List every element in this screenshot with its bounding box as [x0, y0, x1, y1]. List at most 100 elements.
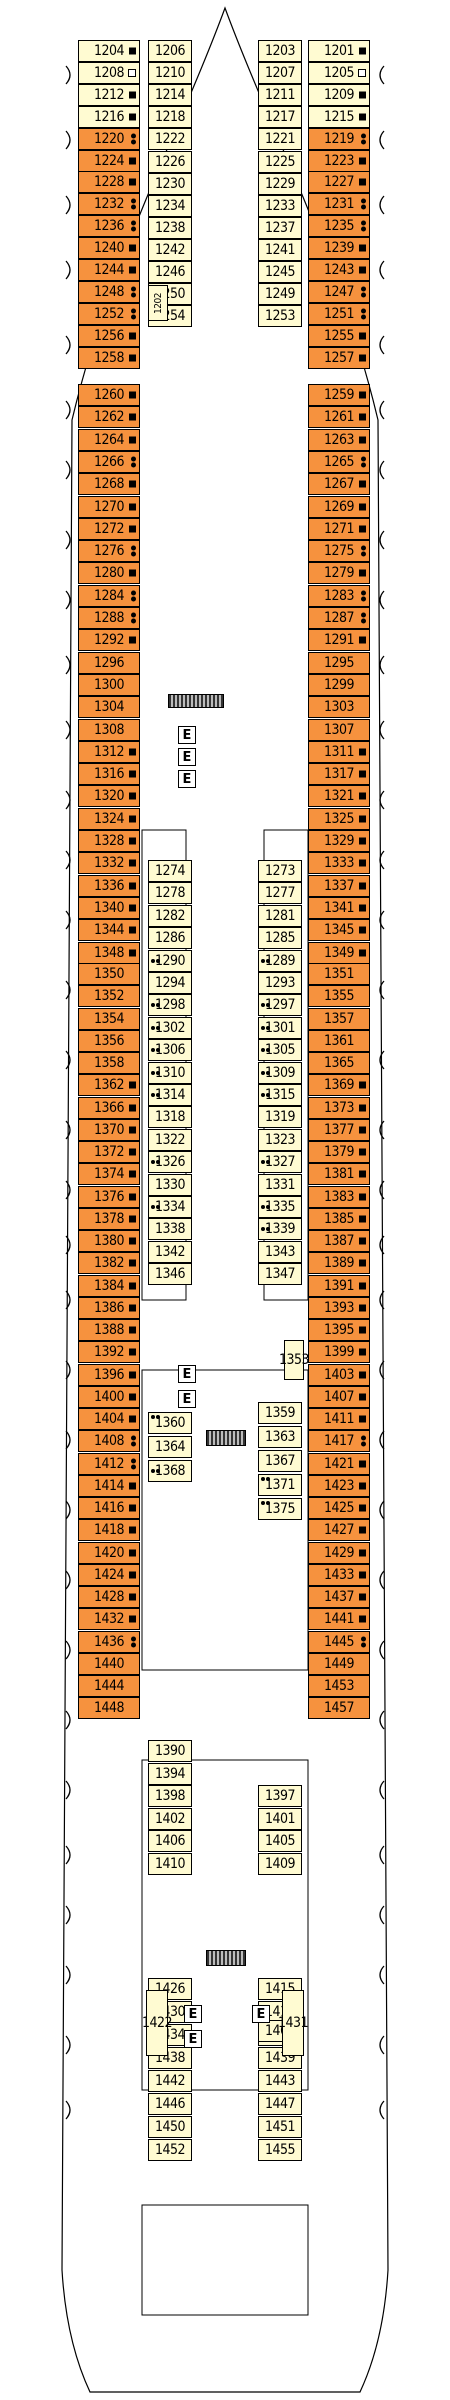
- cabin-1304[interactable]: 1304: [78, 696, 140, 719]
- cabin-1244[interactable]: 1244: [78, 259, 140, 281]
- cabin-1358[interactable]: 1358: [78, 1052, 140, 1074]
- cabin-1235[interactable]: 1235: [308, 215, 370, 238]
- cabin-1373[interactable]: 1373: [308, 1096, 370, 1119]
- cabin-1412[interactable]: 1412: [78, 1452, 140, 1475]
- cabin-1423[interactable]: 1423: [308, 1474, 370, 1497]
- cabin-1294[interactable]: 1294: [148, 972, 192, 994]
- cabin-1236[interactable]: 1236: [78, 215, 140, 238]
- cabin-1257[interactable]: 1257: [308, 346, 370, 369]
- cabin-1372[interactable]: 1372: [78, 1141, 140, 1163]
- cabin-1436[interactable]: 1436: [78, 1630, 140, 1653]
- cabin-1229[interactable]: 1229: [258, 172, 302, 195]
- cabin-1342[interactable]: 1342: [148, 1240, 192, 1263]
- cabin-1245[interactable]: 1245: [258, 261, 302, 283]
- cabin-1214[interactable]: 1214: [148, 84, 192, 107]
- cabin-1403[interactable]: 1403: [308, 1363, 370, 1386]
- cabin-1408[interactable]: 1408: [78, 1430, 140, 1453]
- cabin-1209[interactable]: 1209: [308, 83, 370, 106]
- cabin-1453[interactable]: 1453: [308, 1675, 370, 1697]
- cabin-1326[interactable]: 1326: [148, 1151, 192, 1174]
- cabin-1237[interactable]: 1237: [258, 216, 302, 239]
- cabin-1414[interactable]: 1414: [78, 1474, 140, 1497]
- cabin-1401[interactable]: 1401: [258, 1807, 302, 1830]
- cabin-1242[interactable]: 1242: [148, 238, 192, 261]
- cabin-1384[interactable]: 1384: [78, 1274, 140, 1297]
- cabin-1265[interactable]: 1265: [308, 450, 370, 473]
- cabin-1228[interactable]: 1228: [78, 171, 140, 194]
- cabin-1328[interactable]: 1328: [78, 830, 140, 852]
- cabin-1345[interactable]: 1345: [308, 919, 370, 942]
- cabin-1259[interactable]: 1259: [308, 384, 370, 406]
- cabin-1208[interactable]: 1208: [78, 61, 140, 84]
- cabin-1446[interactable]: 1446: [148, 2093, 192, 2115]
- cabin-1351[interactable]: 1351: [308, 963, 370, 985]
- cabin-1312[interactable]: 1312: [78, 740, 140, 763]
- cabin-1421[interactable]: 1421: [308, 1452, 370, 1475]
- cabin-1316[interactable]: 1316: [78, 763, 140, 786]
- cabin-1305[interactable]: 1305: [258, 1039, 302, 1062]
- cabin-1420[interactable]: 1420: [78, 1541, 140, 1564]
- cabin-1402[interactable]: 1402: [148, 1807, 192, 1830]
- cabin-1451[interactable]: 1451: [258, 2116, 302, 2138]
- cabin-1205[interactable]: 1205: [308, 61, 370, 84]
- cabin-1204[interactable]: 1204: [78, 40, 140, 62]
- cabin-1243[interactable]: 1243: [308, 259, 370, 281]
- cabin-1337[interactable]: 1337: [308, 874, 370, 897]
- cabin-1428[interactable]: 1428: [78, 1586, 140, 1608]
- cabin-1383[interactable]: 1383: [308, 1185, 370, 1208]
- cabin-1286[interactable]: 1286: [148, 927, 192, 950]
- cabin-1232[interactable]: 1232: [78, 193, 140, 216]
- cabin-1206[interactable]: 1206: [148, 40, 192, 62]
- cabin-1272[interactable]: 1272: [78, 517, 140, 540]
- cabin-1390[interactable]: 1390: [148, 1740, 192, 1762]
- cabin-1225[interactable]: 1225: [258, 150, 302, 173]
- cabin-1314[interactable]: 1314: [148, 1084, 192, 1106]
- cabin-1394[interactable]: 1394: [148, 1762, 192, 1785]
- cabin-1448[interactable]: 1448: [78, 1697, 140, 1720]
- cabin-1224[interactable]: 1224: [78, 149, 140, 172]
- cabin-1299[interactable]: 1299: [308, 673, 370, 696]
- cabin-1220[interactable]: 1220: [78, 127, 140, 150]
- cabin-1437[interactable]: 1437: [308, 1586, 370, 1608]
- cabin-1371[interactable]: 1371: [258, 1474, 302, 1496]
- cabin-1267[interactable]: 1267: [308, 473, 370, 496]
- cabin-1406[interactable]: 1406: [148, 1830, 192, 1853]
- cabin-1364[interactable]: 1364: [148, 1436, 192, 1458]
- cabin-1202[interactable]: 1202: [148, 285, 168, 321]
- cabin-1263[interactable]: 1263: [308, 428, 370, 451]
- cabin-1386[interactable]: 1386: [78, 1296, 140, 1319]
- cabin-1287[interactable]: 1287: [308, 607, 370, 629]
- cabin-1212[interactable]: 1212: [78, 83, 140, 106]
- cabin-1409[interactable]: 1409: [258, 1853, 302, 1875]
- cabin-1325[interactable]: 1325: [308, 807, 370, 830]
- cabin-1350[interactable]: 1350: [78, 963, 140, 985]
- cabin-1308[interactable]: 1308: [78, 718, 140, 741]
- cabin-1310[interactable]: 1310: [148, 1061, 192, 1084]
- cabin-1329[interactable]: 1329: [308, 830, 370, 852]
- cabin-1210[interactable]: 1210: [148, 62, 192, 85]
- cabin-1255[interactable]: 1255: [308, 324, 370, 347]
- cabin-1355[interactable]: 1355: [308, 985, 370, 1008]
- cabin-1320[interactable]: 1320: [78, 785, 140, 808]
- cabin-1334[interactable]: 1334: [148, 1196, 192, 1218]
- cabin-1266[interactable]: 1266: [78, 450, 140, 473]
- cabin-1300[interactable]: 1300: [78, 673, 140, 696]
- cabin-1256[interactable]: 1256: [78, 324, 140, 347]
- cabin-1366[interactable]: 1366: [78, 1096, 140, 1119]
- cabin-1215[interactable]: 1215: [308, 105, 370, 128]
- cabin-1347[interactable]: 1347: [258, 1263, 302, 1286]
- cabin-1340[interactable]: 1340: [78, 896, 140, 919]
- cabin-1331[interactable]: 1331: [258, 1173, 302, 1196]
- cabin-1389[interactable]: 1389: [308, 1252, 370, 1275]
- cabin-1376[interactable]: 1376: [78, 1185, 140, 1208]
- cabin-1275[interactable]: 1275: [308, 540, 370, 563]
- cabin-1227[interactable]: 1227: [308, 171, 370, 194]
- cabin-1311[interactable]: 1311: [308, 740, 370, 763]
- cabin-1449[interactable]: 1449: [308, 1652, 370, 1675]
- cabin-1457[interactable]: 1457: [308, 1697, 370, 1720]
- cabin-1323[interactable]: 1323: [258, 1128, 302, 1151]
- cabin-1455[interactable]: 1455: [258, 2139, 302, 2161]
- cabin-1370[interactable]: 1370: [78, 1118, 140, 1141]
- cabin-1343[interactable]: 1343: [258, 1240, 302, 1263]
- cabin-1407[interactable]: 1407: [308, 1385, 370, 1408]
